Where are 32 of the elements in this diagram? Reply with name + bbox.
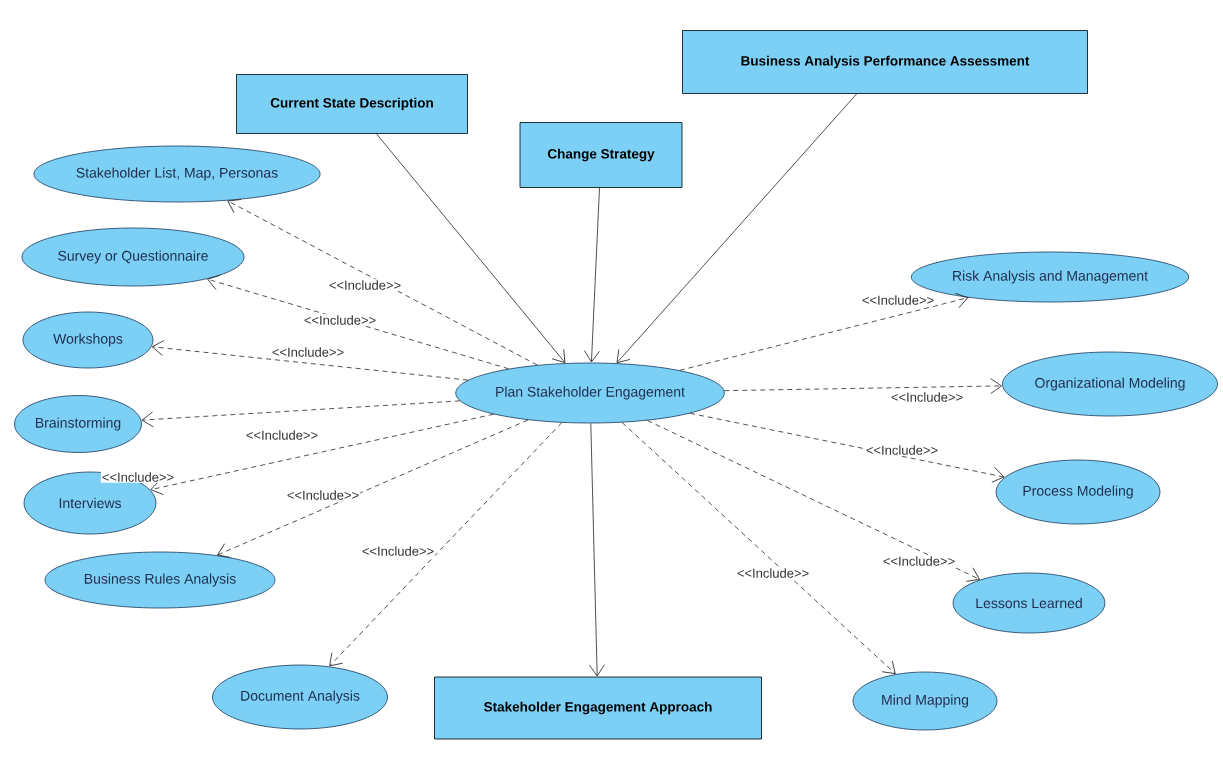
arrow [584, 187, 600, 363]
process-box: Change Strategy [519, 122, 683, 188]
include-arrow [141, 400, 461, 428]
edge-label: <<Include>> [100, 471, 176, 483]
include-arrow [329, 422, 563, 667]
include-arrow [150, 413, 494, 495]
include-arrow [207, 274, 509, 370]
arrow [589, 423, 605, 677]
include-arrow [621, 422, 896, 675]
edge-label: <<Include>> [360, 545, 436, 557]
edge-label: <<Include>> [889, 391, 965, 403]
edge-label: <<Include>> [302, 314, 378, 326]
include-arrow [679, 292, 969, 371]
edge-label: <<Include>> [327, 279, 403, 291]
edge-label: <<Include>> [860, 294, 936, 306]
include-arrow [217, 419, 529, 558]
edge-label: <<Include>> [244, 429, 320, 441]
edge-label: <<Include>> [270, 346, 346, 358]
process-box: Business Analysis Performance Assessment [682, 30, 1088, 94]
edge-label: <<Include>> [735, 567, 811, 579]
process-box: Current State Description [236, 74, 468, 134]
arrow [616, 93, 858, 364]
include-arrow [647, 420, 980, 582]
include-arrow [723, 378, 1002, 394]
include-arrow [227, 199, 538, 366]
edge-label: <<Include>> [864, 444, 940, 456]
arrow [376, 133, 566, 363]
include-arrow [689, 412, 1005, 483]
process-box: Stakeholder Engagement Approach [434, 676, 762, 740]
include-arrow [151, 340, 469, 381]
edge-label: <<Include>> [285, 489, 361, 501]
edge-label: <<Include>> [881, 555, 957, 567]
